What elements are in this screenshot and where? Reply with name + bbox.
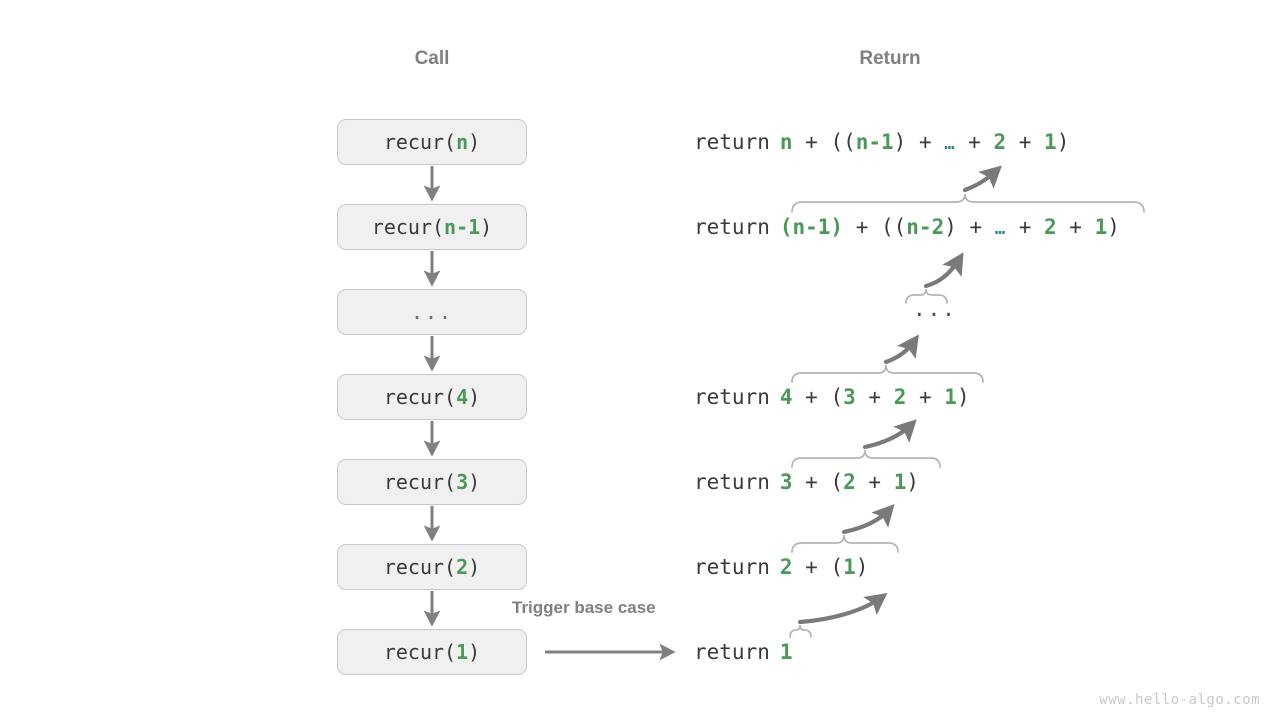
return-keyword: return — [694, 385, 770, 409]
call-box-recur-n-minus-1: recur(n-1) — [337, 204, 527, 250]
call-box-label: recur(3) — [383, 470, 481, 494]
return-keyword: return — [694, 130, 770, 154]
return-keyword: return — [694, 640, 770, 664]
return-expression: 2 + (1) — [779, 555, 869, 579]
return-expression: 4 + (3 + 2 + 1) — [779, 385, 970, 409]
call-box-label: recur(1) — [383, 640, 481, 664]
return-row-ellipsis: ... — [913, 297, 957, 321]
call-box-recur-3: recur(3) — [337, 459, 527, 505]
call-box-label: recur(4) — [383, 385, 481, 409]
return-keyword: return — [694, 555, 770, 579]
return-expression: (n-1) + ((n-2) + … + 2 + 1) — [779, 215, 1120, 239]
call-box-recur-2: recur(2) — [337, 544, 527, 590]
call-box-label: ... — [410, 300, 454, 324]
return-row-n: return n + ((n-1) + … + 2 + 1) — [694, 124, 1069, 160]
return-expression: 1 — [779, 640, 793, 664]
call-box-label: recur(2) — [383, 555, 481, 579]
column-title-return: Return — [859, 48, 921, 69]
call-box-label: recur(n-1) — [371, 215, 493, 239]
column-title-call: Call — [414, 48, 450, 69]
return-expression: n + ((n-1) + … + 2 + 1) — [779, 130, 1070, 154]
call-box-recur-n: recur(n) — [337, 119, 527, 165]
return-expression: 3 + (2 + 1) — [779, 470, 919, 494]
return-row-3: return 3 + (2 + 1) — [694, 464, 919, 500]
return-keyword: return — [694, 470, 770, 494]
call-box-label: recur(n) — [383, 130, 481, 154]
return-row-4: return 4 + (3 + 2 + 1) — [694, 379, 970, 415]
call-box-ellipsis: ... — [337, 289, 527, 335]
call-box-recur-1: recur(1) — [337, 629, 527, 675]
trigger-base-case-label: Trigger base case — [512, 598, 656, 617]
return-keyword: return — [694, 215, 770, 239]
return-row-2: return 2 + (1) — [694, 549, 868, 585]
return-row-n-minus-1: return (n-1) + ((n-2) + … + 2 + 1) — [694, 209, 1120, 245]
return-row-1: return 1 — [694, 634, 793, 670]
call-box-recur-4: recur(4) — [337, 374, 527, 420]
watermark: www.hello-algo.com — [1099, 692, 1260, 708]
